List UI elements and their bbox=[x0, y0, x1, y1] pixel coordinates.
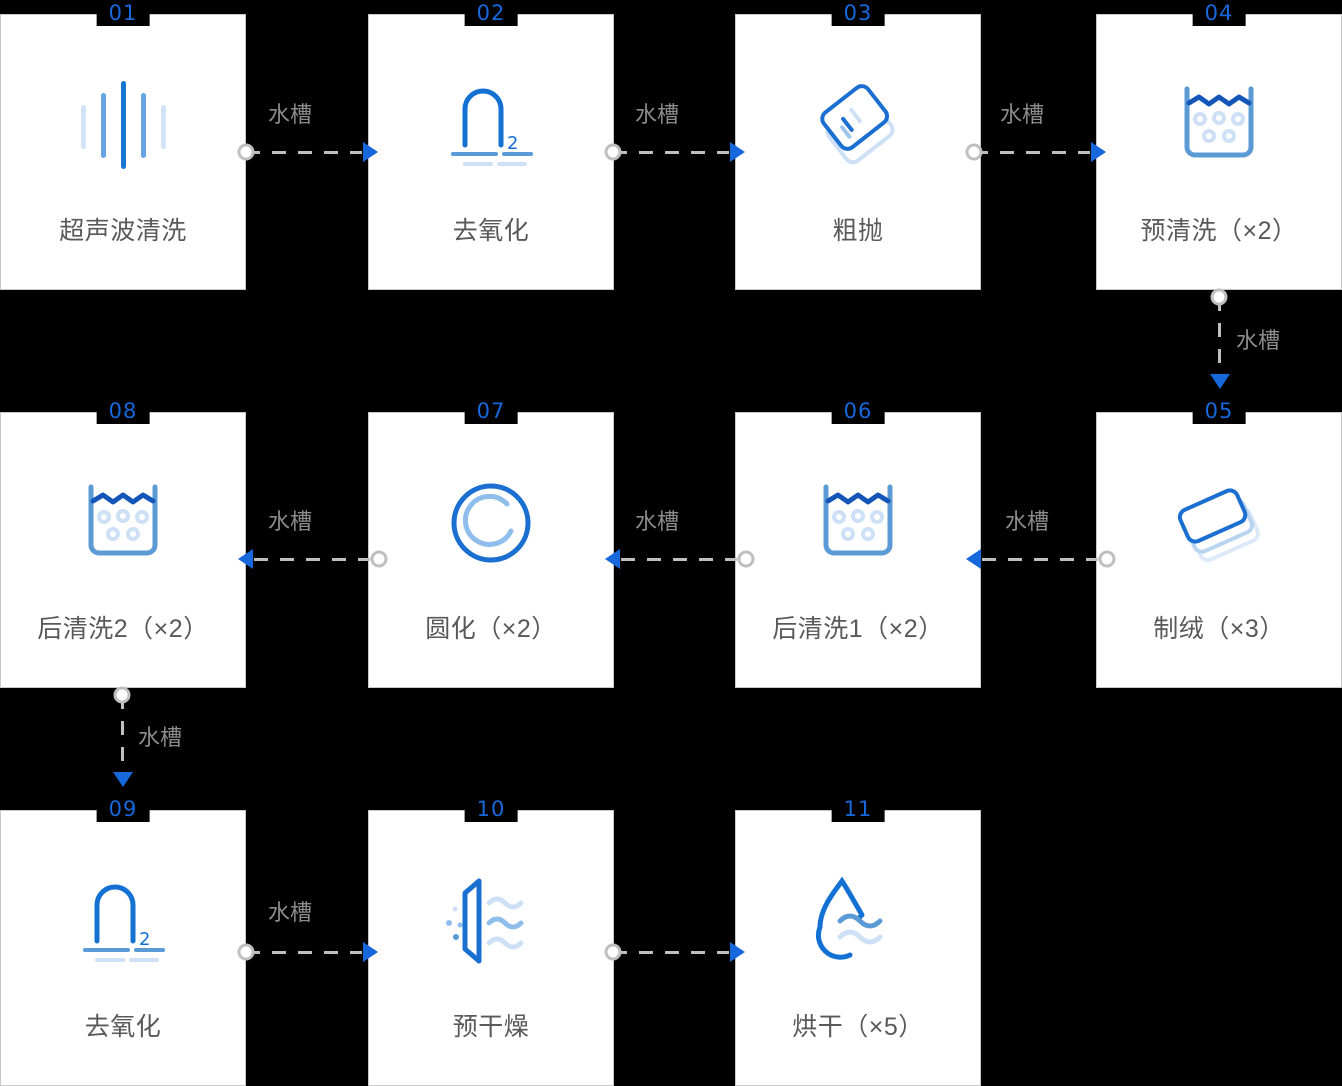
connector-label: 水槽 bbox=[268, 509, 313, 534]
process-card-06[interactable]: 06 后清洗1（×2） bbox=[735, 398, 981, 688]
connector-dot bbox=[1210, 288, 1228, 306]
connector-dot bbox=[237, 943, 255, 961]
card-number-badge: 09 bbox=[96, 796, 150, 822]
svg-text:2: 2 bbox=[139, 929, 150, 950]
connector-03-04 bbox=[965, 141, 1106, 163]
arrow-right-icon bbox=[730, 942, 745, 962]
connector-02-03 bbox=[604, 141, 745, 163]
rounding-circle-icon bbox=[369, 475, 613, 571]
connector-10-11 bbox=[604, 941, 745, 963]
arrow-left-icon bbox=[238, 549, 253, 569]
process-card-05[interactable]: 05 制绒（×3） bbox=[1096, 398, 1342, 688]
arrow-left-icon bbox=[966, 549, 981, 569]
process-card-02[interactable]: 02 2 去氧化 bbox=[368, 0, 614, 290]
water-tank-icon bbox=[1, 475, 245, 571]
connector-dot bbox=[1098, 550, 1115, 568]
drying-droplet-icon bbox=[736, 873, 980, 969]
connector-dot bbox=[737, 550, 754, 568]
connector-line bbox=[613, 951, 729, 954]
pre-dry-icon bbox=[369, 873, 613, 969]
process-card-01[interactable]: 01 超声波清洗 bbox=[0, 0, 246, 290]
connector-line bbox=[1218, 297, 1221, 373]
card-number-badge: 02 bbox=[464, 0, 518, 26]
connector-label: 水槽 bbox=[1000, 102, 1045, 127]
connector-05-06 bbox=[966, 548, 1115, 570]
card-label: 粗抛 bbox=[832, 217, 884, 245]
connector-08-09 bbox=[112, 686, 134, 787]
connector-label: 水槽 bbox=[138, 725, 183, 750]
card-label: 后清洗2（×2） bbox=[37, 615, 209, 643]
connector-dot bbox=[370, 550, 387, 568]
connector-line bbox=[121, 695, 124, 771]
connector-label: 水槽 bbox=[268, 900, 313, 925]
card-number-badge: 08 bbox=[96, 398, 150, 424]
card-number-badge: 10 bbox=[464, 796, 518, 822]
process-card-10[interactable]: 10 预干燥 bbox=[368, 796, 614, 1086]
card-number-badge: 06 bbox=[831, 398, 885, 424]
card-number-badge: 11 bbox=[831, 796, 885, 822]
card-label: 去氧化 bbox=[452, 217, 530, 245]
connector-line bbox=[613, 151, 729, 154]
arrow-left-icon bbox=[605, 549, 620, 569]
card-label: 烘干（×5） bbox=[792, 1013, 924, 1041]
connector-06-07 bbox=[605, 548, 754, 570]
card-number-badge: 05 bbox=[1192, 398, 1246, 424]
water-tank-icon bbox=[1097, 77, 1341, 173]
card-number-badge: 01 bbox=[96, 0, 150, 26]
ultrasonic-waves-icon bbox=[1, 77, 245, 173]
connector-line bbox=[974, 151, 1090, 154]
connector-09-10 bbox=[237, 941, 378, 963]
connector-label: 水槽 bbox=[268, 102, 313, 127]
card-label: 后清洗1（×2） bbox=[772, 615, 944, 643]
connector-dot bbox=[965, 143, 983, 161]
card-number-badge: 04 bbox=[1192, 0, 1246, 26]
connector-line bbox=[621, 558, 737, 561]
connector-dot bbox=[237, 143, 255, 161]
connector-label: 水槽 bbox=[1005, 509, 1050, 534]
connector-dot bbox=[604, 943, 622, 961]
process-card-11[interactable]: 11 烘干（×5） bbox=[735, 796, 981, 1086]
connector-line bbox=[254, 558, 370, 561]
rough-polish-icon bbox=[736, 77, 980, 173]
connector-line bbox=[246, 951, 362, 954]
process-card-03[interactable]: 03 粗抛 bbox=[735, 0, 981, 290]
card-label: 制绒（×3） bbox=[1153, 615, 1285, 643]
connector-04-05 bbox=[1209, 288, 1231, 389]
arrow-down-icon bbox=[113, 772, 133, 787]
svg-text:2: 2 bbox=[507, 133, 518, 154]
connector-line bbox=[246, 151, 362, 154]
water-tank-icon bbox=[736, 475, 980, 571]
card-label: 去氧化 bbox=[84, 1013, 162, 1041]
card-label: 预清洗（×2） bbox=[1140, 217, 1298, 245]
arrow-right-icon bbox=[1091, 142, 1106, 162]
arrow-down-icon bbox=[1210, 374, 1230, 389]
arrow-right-icon bbox=[730, 142, 745, 162]
card-number-badge: 07 bbox=[464, 398, 518, 424]
process-card-07[interactable]: 07 圆化（×2） bbox=[368, 398, 614, 688]
card-label: 预干燥 bbox=[452, 1013, 530, 1041]
connector-dot bbox=[604, 143, 622, 161]
connector-label: 水槽 bbox=[1236, 328, 1281, 353]
connector-line bbox=[982, 558, 1098, 561]
card-label: 超声波清洗 bbox=[59, 217, 187, 245]
arrow-right-icon bbox=[363, 942, 378, 962]
deoxidation-icon: 2 bbox=[369, 77, 613, 173]
process-card-08[interactable]: 08 后清洗2（×2） bbox=[0, 398, 246, 688]
arrow-right-icon bbox=[363, 142, 378, 162]
connector-07-08 bbox=[238, 548, 387, 570]
card-number-badge: 03 bbox=[831, 0, 885, 26]
connector-01-02 bbox=[237, 141, 378, 163]
connector-dot bbox=[113, 686, 131, 704]
wafer-stack-icon bbox=[1097, 475, 1341, 571]
process-card-04[interactable]: 04 预清洗（×2） bbox=[1096, 0, 1342, 290]
connector-label: 水槽 bbox=[635, 509, 680, 534]
card-label: 圆化（×2） bbox=[425, 615, 557, 643]
deoxidation-icon: 2 bbox=[1, 873, 245, 969]
connector-label: 水槽 bbox=[635, 102, 680, 127]
process-card-09[interactable]: 09 2 去氧化 bbox=[0, 796, 246, 1086]
